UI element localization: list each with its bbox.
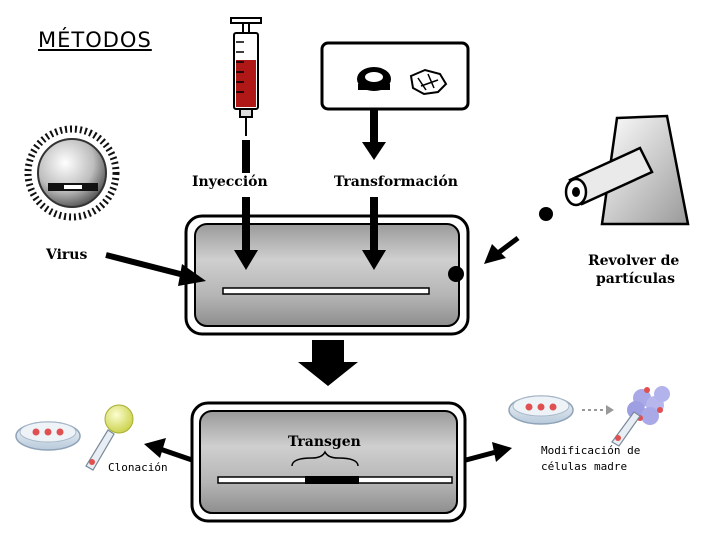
down-arrow	[298, 340, 358, 386]
egg-cell-icon	[104, 404, 134, 434]
virus-icon	[24, 125, 120, 221]
virus-label: Virus	[46, 247, 88, 263]
cloning-label: Clonación	[108, 461, 168, 474]
cell-cluster-icon	[627, 386, 670, 425]
cloning-arrow	[144, 438, 193, 463]
transformation-apparatus-icon	[320, 41, 470, 111]
top-cell-box	[184, 214, 470, 336]
page-title: MÉTODOS	[38, 28, 152, 52]
syringe-icon	[230, 17, 262, 136]
stem-cell-label-line1: Modificación de	[541, 444, 641, 457]
injection-label: Inyección	[192, 174, 268, 190]
petri-dish-right-icon	[508, 395, 574, 425]
particle-gun-arrow	[484, 236, 520, 264]
dotted-arrow-icon	[582, 405, 614, 415]
transformation-label: Transformación	[334, 174, 458, 190]
pipette-right-icon	[611, 411, 641, 447]
petri-dish-left-icon	[15, 421, 81, 451]
particle-gun-label-line1: Revolver de	[588, 253, 680, 269]
stem-cell-arrow	[465, 442, 512, 463]
bottom-cell-box	[190, 401, 467, 523]
particle-gun-label-line2: partículas	[596, 271, 675, 287]
transgene-label: Transgen	[288, 434, 361, 450]
pipette-left-icon	[85, 429, 115, 471]
stem-cell-label-line2: células madre	[541, 460, 628, 473]
particle-gun-icon	[539, 114, 690, 226]
injection-arrow	[234, 140, 258, 270]
transformation-arrow-lower	[362, 197, 386, 270]
virus-arrow	[105, 252, 206, 286]
transformation-arrow-upper	[362, 109, 386, 160]
